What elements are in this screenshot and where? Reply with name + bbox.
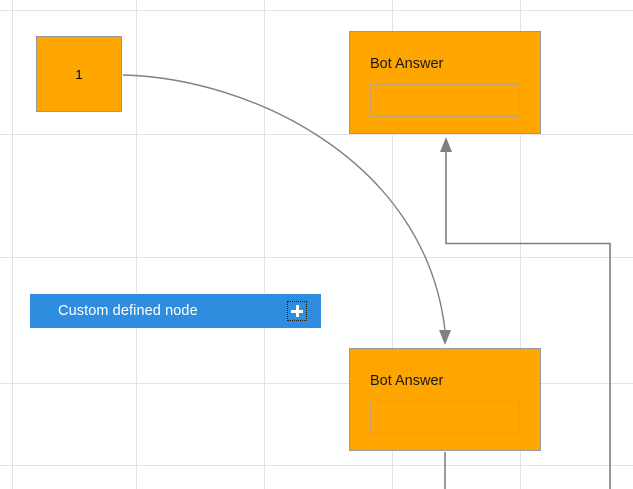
- plus-icon[interactable]: [287, 301, 307, 321]
- custom-defined-node[interactable]: Custom defined node: [30, 294, 321, 328]
- bot-answer-top-slot[interactable]: [370, 84, 520, 117]
- bot-answer-top-title: Bot Answer: [370, 56, 444, 72]
- node-1-label: 1: [75, 66, 83, 82]
- bot-answer-node-top[interactable]: Bot Answer: [349, 31, 541, 134]
- custom-defined-node-label: Custom defined node: [58, 303, 198, 319]
- bot-answer-node-bottom[interactable]: Bot Answer: [349, 348, 541, 451]
- bot-answer-bottom-title: Bot Answer: [370, 373, 444, 389]
- bot-answer-bottom-slot[interactable]: [370, 401, 520, 434]
- edge-node1-to-bot-answer-bottom[interactable]: [122, 74, 451, 345]
- edge-bot-answer-bottom-to-top[interactable]: [440, 137, 611, 489]
- node-1[interactable]: 1: [36, 36, 122, 112]
